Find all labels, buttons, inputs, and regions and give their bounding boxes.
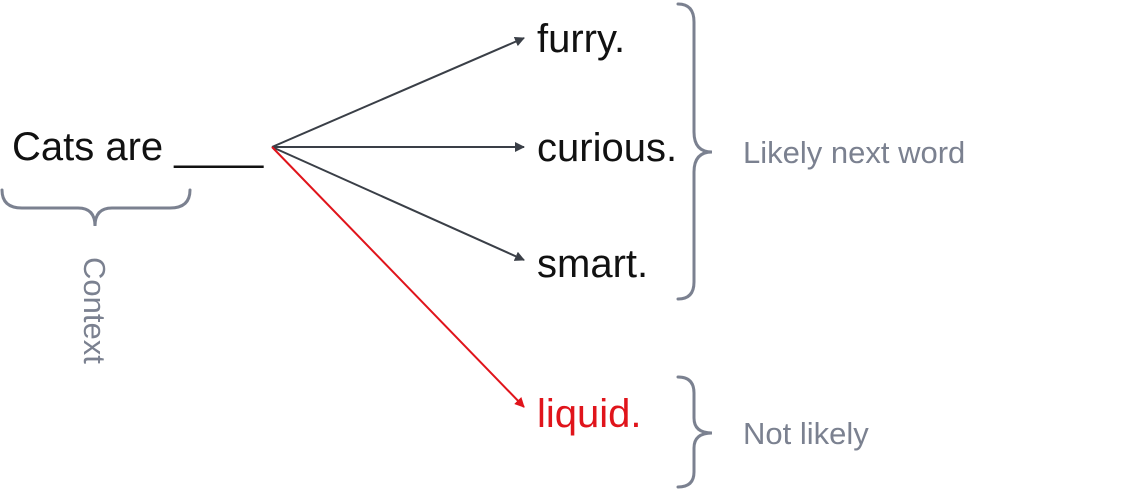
arrow-to-smart [271,146,525,261]
likely-brace [676,2,713,301]
prompt-text: Cats are ____ [12,125,264,169]
unlikely-brace [676,375,713,489]
word-furry: furry. [537,17,625,61]
context-brace [0,188,192,227]
arrow-to-furry [271,36,525,148]
word-liquid: liquid. [537,392,642,436]
unlikely-label: Not likely [743,416,869,451]
arrow-to-liquid [271,146,525,408]
context-label: Context [77,257,112,364]
word-smart: smart. [537,242,648,286]
word-curious: curious. [537,126,677,170]
likely-label: Likely next word [743,135,965,170]
